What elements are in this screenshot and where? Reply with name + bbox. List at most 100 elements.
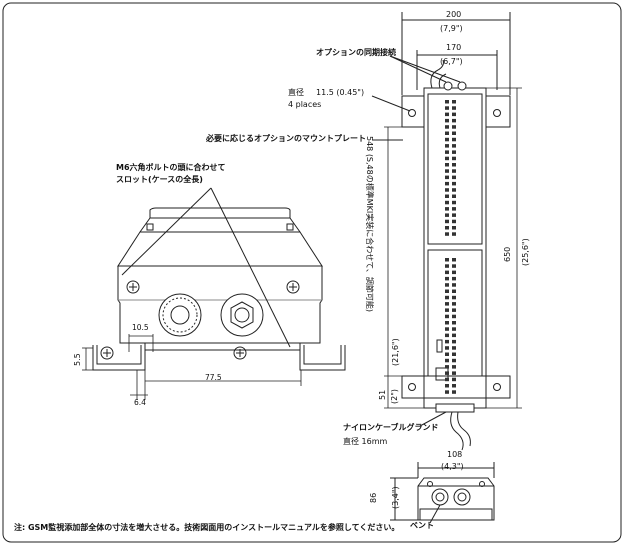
terminal-pin [445, 264, 449, 268]
terminal-pin [452, 365, 456, 369]
front-dimensions [82, 334, 302, 400]
terminal-pin [452, 321, 456, 325]
terminal-pin [452, 308, 456, 312]
dim-6-4: 6.4 [134, 398, 146, 407]
terminal-pin [445, 377, 449, 382]
terminal-pin [452, 118, 456, 123]
nylon-gland-label: ナイロンケーブルグランド [343, 423, 439, 432]
terminal-pin [452, 384, 456, 388]
terminal-pin [452, 112, 456, 117]
terminal-pin [445, 321, 449, 325]
dim-170: 170 [446, 43, 462, 52]
terminal-pin [452, 181, 456, 186]
terminal-pin [445, 302, 449, 306]
terminal-pin [445, 276, 449, 281]
terminal-pin [452, 226, 456, 230]
bottom-view [390, 462, 495, 524]
terminal-pin [452, 276, 456, 281]
mount-plate-label: 必要に応じるオプションのマウントプレート [206, 134, 366, 143]
side-dimensions [384, 87, 522, 409]
terminal-pin [445, 295, 449, 300]
sync-option-label: オプションの同期接続 [316, 48, 396, 57]
gland-diameter-label: 直径 16mm [343, 437, 388, 446]
terminal-pin [445, 144, 449, 148]
terminal-pin [445, 137, 449, 142]
diameter-label: 直径 [288, 88, 304, 97]
terminal-pin [452, 213, 456, 217]
terminal-pin [452, 339, 456, 344]
terminal-pin [452, 283, 456, 287]
terminal-pin [445, 289, 449, 293]
dim-200-inch: (7,9") [440, 24, 463, 33]
dim-86-inch: (3,4") [391, 486, 400, 509]
vent-label: ベント [410, 521, 434, 530]
terminal-pin [445, 100, 449, 104]
terminal-pin [452, 390, 456, 394]
terminal-pin [445, 163, 449, 167]
terminal-pin [452, 106, 456, 110]
terminal-pin [452, 131, 456, 135]
diameter-value: 11.5 (0.45") [316, 88, 365, 97]
terminal-pin [445, 270, 449, 275]
terminal-pin [445, 339, 449, 344]
places-label: 4 places [288, 100, 322, 109]
terminal-pin [445, 226, 449, 230]
terminal-pin [452, 352, 456, 356]
terminal-pin [452, 232, 456, 236]
terminal-pin [452, 100, 456, 104]
terminal-pin [445, 118, 449, 123]
front-view [92, 187, 346, 371]
terminal-pin [445, 346, 449, 350]
terminal-pin [452, 295, 456, 300]
terminal-pin [452, 175, 456, 180]
terminal-pin [452, 188, 456, 192]
terminal-pin [452, 346, 456, 350]
side-view [371, 12, 511, 451]
dim-108-inch: (4,3") [441, 462, 464, 471]
terminal-pin [452, 169, 456, 173]
dim-170-inch: (6,7") [440, 57, 463, 66]
terminal-pin [445, 194, 449, 198]
terminal-pin [445, 333, 449, 338]
adjustable-length-note: 548 (S,48の標準MKI実装に合わせて、調節可能) [365, 136, 374, 312]
terminal-pin [452, 289, 456, 293]
terminal-pin [452, 377, 456, 382]
dim-200: 200 [446, 10, 462, 19]
terminal-pin [445, 125, 449, 129]
terminal-pin [445, 169, 449, 173]
terminal-pin [445, 207, 449, 211]
dim-650: 650 [503, 246, 512, 262]
terminal-pin [452, 258, 456, 262]
terminal-pin [452, 194, 456, 198]
terminal-pin [452, 264, 456, 268]
terminal-pin [452, 327, 456, 331]
terminal-pin [445, 384, 449, 388]
terminal-pin [445, 390, 449, 394]
terminal-pin [452, 207, 456, 211]
m6-slot-label-2: スロット(ケースの全長) [116, 175, 203, 184]
terminal-pin [445, 150, 449, 154]
dim-650-inch: (25,6") [521, 238, 530, 266]
terminal-pin [452, 156, 456, 161]
terminal-pin [445, 200, 449, 205]
terminal-pin [445, 175, 449, 180]
terminal-pin [445, 371, 449, 375]
terminal-pin [445, 156, 449, 161]
terminal-pin [452, 219, 456, 224]
terminal-pin [452, 314, 456, 319]
terminal-pin [452, 144, 456, 148]
dim-51: 51 [378, 389, 387, 400]
footnote: 注: GSM監視添加部全体の寸法を増大させる。技術図面用のインストールマニュアル… [14, 523, 400, 532]
terminal-pin [445, 352, 449, 356]
terminal-pin [445, 283, 449, 287]
terminal-pins [445, 100, 456, 394]
terminal-pin [445, 358, 449, 363]
terminal-pin [445, 181, 449, 186]
dim-216-inch: (21,6") [391, 338, 400, 366]
dim-86: 86 [369, 492, 378, 503]
terminal-pin [445, 327, 449, 331]
dim-51-inch: (2") [390, 388, 399, 404]
terminal-pin [452, 358, 456, 363]
terminal-pin [452, 270, 456, 275]
